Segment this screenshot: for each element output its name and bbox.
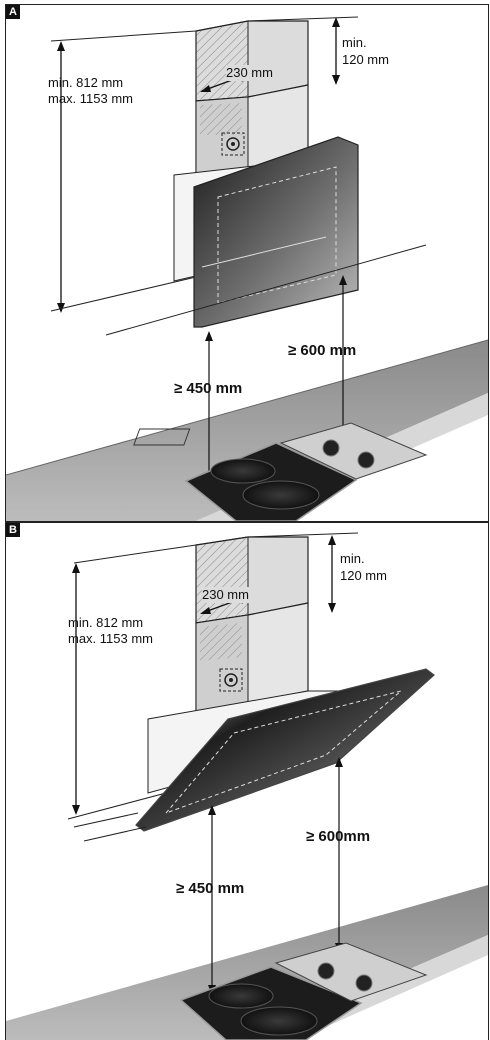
max-height-label: max. 1153 mm (68, 631, 154, 646)
top-clearance-label: min. (342, 35, 367, 50)
max-height-label: max. 1153 mm (48, 91, 134, 106)
mounting-bracket (221, 132, 245, 156)
gas-cooktop (279, 422, 428, 480)
ceiling-line (50, 30, 197, 42)
panel-b-drawing (6, 532, 488, 1040)
chimney-depth-label: 230 mm (226, 65, 273, 81)
top-clearance-label: min. (340, 551, 365, 566)
panel-a-upright-hood: A min. 812 mm max. 1153 mm 230 mm min. 1… (5, 4, 489, 522)
clearance-electric-label: ≥ 450 mm (176, 880, 245, 897)
panel-b-inclined-hood: B min. 812 mm max. 1153 mm 230 mm min. 1… (5, 522, 489, 1040)
min-height-label: min. 812 mm (48, 75, 124, 90)
chimney-depth-label: 230 mm (202, 587, 249, 603)
countertop (6, 340, 488, 521)
clearance-gas-label: ≥ 600 mm (288, 342, 357, 359)
top-clearance-value: 120 mm (340, 568, 387, 583)
clearance-electric-label: ≥ 450 mm (174, 380, 243, 397)
min-height-label: min. 812 mm (68, 615, 144, 630)
countertop (6, 885, 488, 1040)
top-clearance-value: 120 mm (342, 52, 389, 67)
panel-b-badge: B (6, 523, 20, 537)
panel-a-badge: A (6, 5, 20, 19)
panel-a-drawing (6, 16, 488, 521)
clearance-gas-label: ≥ 600mm (306, 828, 371, 845)
hood-glass-panel (135, 668, 435, 832)
gas-cooktop (274, 942, 428, 1002)
hood-glass-panel (193, 136, 359, 328)
mounting-bracket (219, 668, 243, 692)
